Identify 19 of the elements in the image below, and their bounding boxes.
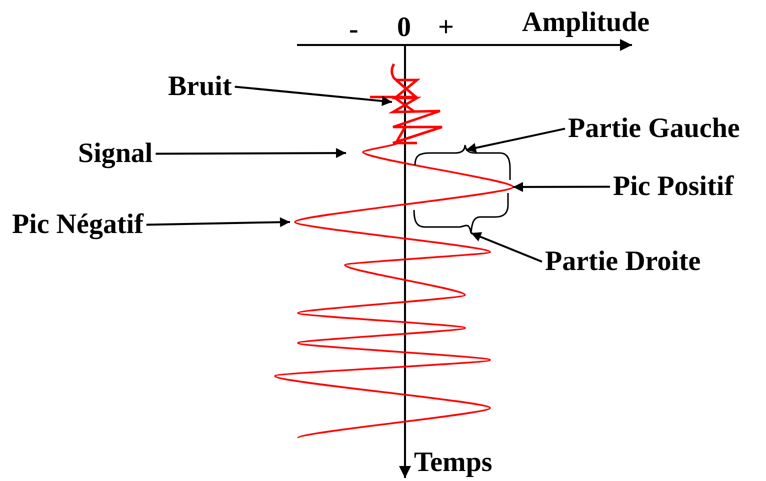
callout-label: Partie Droite [545,247,701,276]
axis-title: Amplitude [522,8,650,38]
leader-arrow [513,182,610,192]
callout-label: Pic Négatif [12,210,144,240]
axis-tick-label: - [349,15,358,44]
callout-label: Partie Gauche [568,114,740,144]
axis-tick-label: 0 [397,13,411,42]
leader-arrow [470,232,542,263]
callout-label: Signal [78,139,153,168]
leader-arrow [156,148,346,158]
signal-wave-drawing [274,142,514,439]
callout-label: Pic Positif [613,172,734,202]
callout-label: Bruit [168,72,232,102]
axis-title: Temps [414,448,492,478]
leader-arrow [146,217,290,228]
leader-arrow [234,86,392,106]
noise-drawing [368,62,444,144]
leader-arrow [466,128,566,153]
axis-tick-label: + [438,13,454,42]
